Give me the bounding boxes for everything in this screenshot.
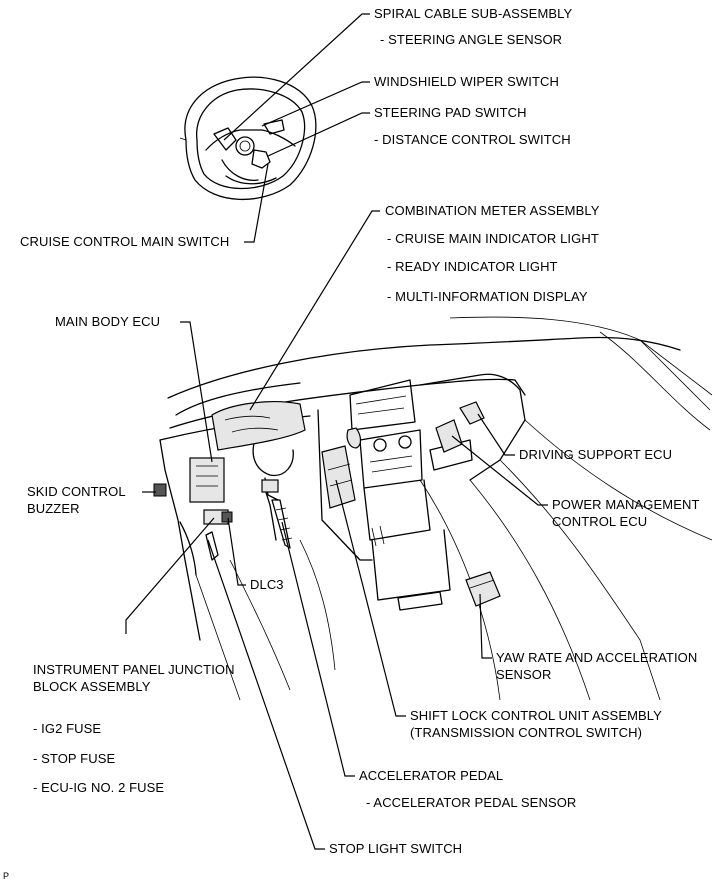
label-dlc3: DLC3 — [250, 577, 284, 592]
label-distance-control-switch: - DISTANCE CONTROL SWITCH — [374, 132, 571, 147]
instrument-panel-illustration — [153, 316, 713, 701]
label-multi-info-display: - MULTI-INFORMATION DISPLAY — [387, 289, 588, 304]
label-ready-indicator: - READY INDICATOR LIGHT — [387, 259, 558, 274]
label-skid-control-buzzer-line2: BUZZER — [27, 501, 80, 516]
label-instrument-panel-junction-block-line2: BLOCK ASSEMBLY — [33, 679, 151, 694]
label-skid-control-buzzer: SKID CONTROL — [27, 484, 126, 499]
corner-mark: P — [3, 871, 10, 881]
label-steering-angle-sensor: - STEERING ANGLE SENSOR — [380, 32, 563, 47]
label-accelerator-pedal: ACCELERATOR PEDAL — [359, 768, 504, 783]
label-power-management-ecu-line2: CONTROL ECU — [552, 514, 648, 529]
label-shift-lock-control-unit-line2: (TRANSMISSION CONTROL SWITCH) — [410, 725, 643, 740]
label-power-management-ecu: POWER MANAGEMENT — [552, 497, 700, 512]
label-yaw-rate-sensor: YAW RATE AND ACCELERATION — [496, 650, 698, 665]
label-shift-lock-control-unit: SHIFT LOCK CONTROL UNIT ASSEMBLY — [410, 708, 662, 723]
steering-wheel-illustration — [179, 76, 317, 201]
label-combination-meter: COMBINATION METER ASSEMBLY — [385, 203, 600, 218]
label-instrument-panel-junction-block: INSTRUMENT PANEL JUNCTION — [33, 662, 235, 677]
label-accelerator-pedal-sensor: - ACCELERATOR PEDAL SENSOR — [366, 795, 577, 810]
label-ig2-fuse: - IG2 FUSE — [33, 721, 102, 736]
label-stop-fuse: - STOP FUSE — [33, 751, 116, 766]
label-main-body-ecu: MAIN BODY ECU — [55, 314, 161, 329]
label-cruise-control-main-switch: CRUISE CONTROL MAIN SWITCH — [20, 234, 230, 249]
label-windshield-wiper-switch: WINDSHIELD WIPER SWITCH — [374, 74, 560, 89]
label-steering-pad-switch: STEERING PAD SWITCH — [374, 105, 527, 120]
label-spiral-cable: SPIRAL CABLE SUB-ASSEMBLY — [374, 6, 573, 21]
label-stop-light-switch: STOP LIGHT SWITCH — [329, 841, 463, 856]
leader-lines — [125, 13, 548, 850]
label-driving-support-ecu: DRIVING SUPPORT ECU — [519, 447, 673, 462]
label-cruise-main-indicator: - CRUISE MAIN INDICATOR LIGHT — [387, 231, 599, 246]
label-yaw-rate-sensor-line2: SENSOR — [496, 667, 552, 682]
label-ecu-ig-fuse: - ECU-IG NO. 2 FUSE — [33, 780, 165, 795]
